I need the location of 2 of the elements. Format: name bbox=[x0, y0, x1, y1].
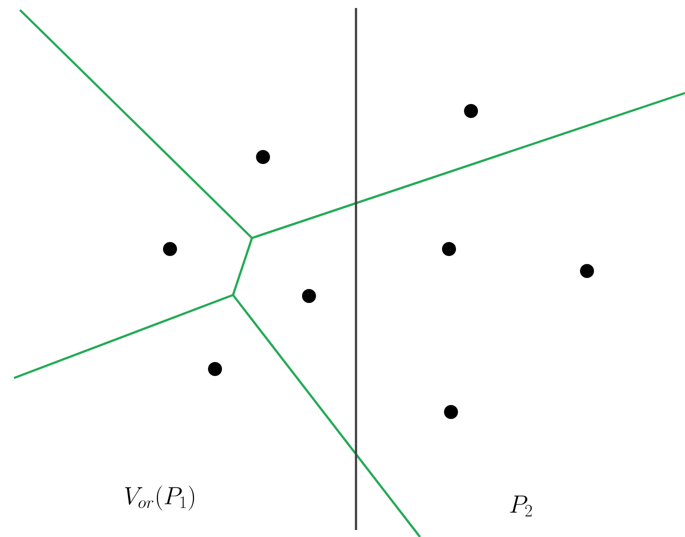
math-label: $V_{or}(P_1)$ bbox=[125, 486, 194, 510]
math-label: $P_2$ bbox=[510, 496, 532, 516]
